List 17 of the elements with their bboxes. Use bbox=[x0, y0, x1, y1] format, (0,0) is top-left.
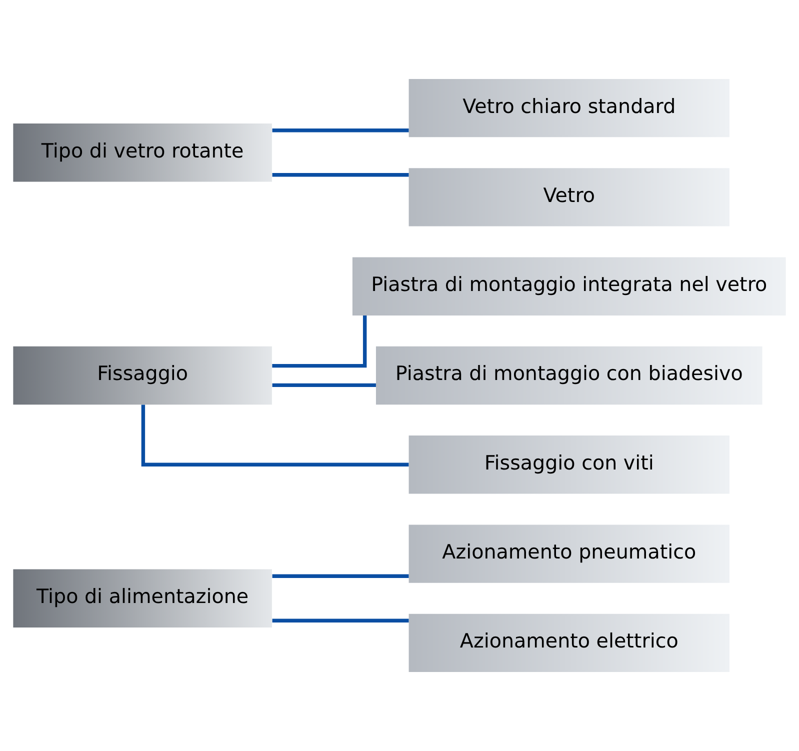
connector bbox=[272, 383, 376, 388]
node-box: Azionamento elettrico bbox=[408, 614, 730, 672]
connector bbox=[141, 404, 409, 466]
node-box: Fissaggio bbox=[13, 346, 272, 405]
node-box: Tipo di alimentazione bbox=[13, 569, 272, 628]
connector bbox=[272, 173, 409, 177]
node-box: Tipo di vetro rotante bbox=[13, 124, 272, 182]
node-box: Piastra di montaggio integrata nel vetro bbox=[352, 257, 786, 316]
node-box: Azionamento pneumatico bbox=[408, 524, 730, 583]
node-box: Fissaggio con viti bbox=[408, 436, 730, 494]
node-box: Vetro bbox=[408, 168, 730, 226]
connector bbox=[272, 574, 409, 578]
node-box: Vetro chiaro standard bbox=[408, 78, 730, 138]
node-box: Piastra di montaggio con biadesivo bbox=[376, 346, 762, 405]
connector bbox=[272, 128, 409, 132]
connector bbox=[272, 618, 409, 623]
connector bbox=[272, 315, 367, 368]
